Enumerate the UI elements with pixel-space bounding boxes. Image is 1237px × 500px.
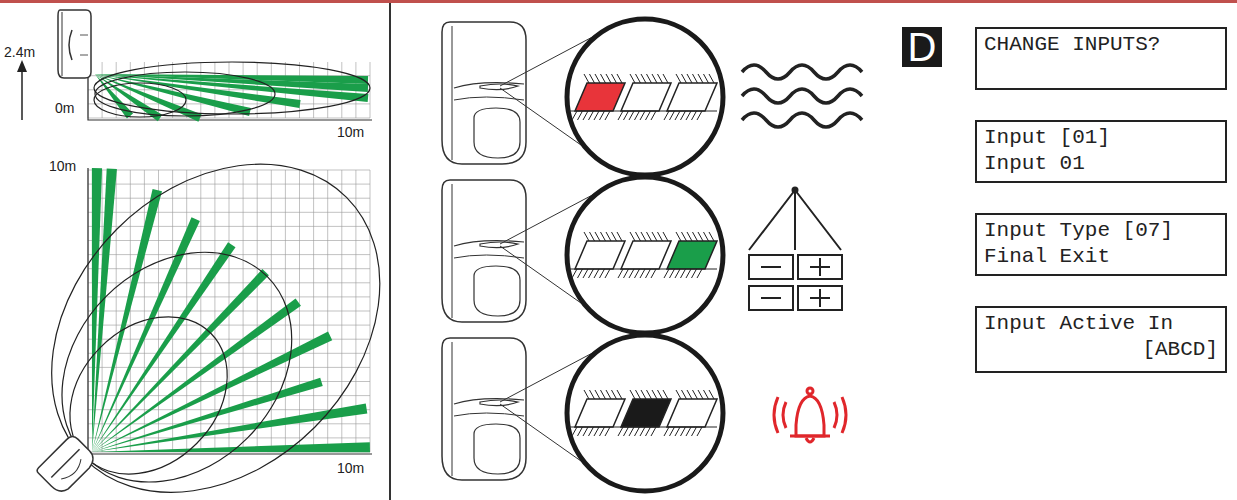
side-detector: [58, 10, 91, 78]
lcd-screen: Input Active In[ABCD]: [975, 306, 1227, 373]
wave-icon: [742, 65, 862, 127]
dimension-label: 0m: [54, 100, 75, 116]
alarm-bell-icon: [774, 388, 846, 442]
dimension-label: 10m: [336, 124, 365, 140]
side-view-coverage: [94, 62, 370, 122]
detectors: [442, 19, 723, 491]
corner-detector: [36, 434, 98, 496]
dimension-label: 10m: [48, 158, 77, 174]
lcd-text: [ABCD]: [984, 337, 1218, 363]
step-letter-box: D: [902, 27, 942, 67]
height-arrow: [17, 60, 27, 120]
step-letter: D: [902, 27, 942, 67]
top-bar: [0, 0, 1237, 3]
lcd-text: Input Type [07]: [984, 218, 1218, 244]
divider: [389, 3, 391, 500]
lcd-text: Input [01]: [984, 125, 1218, 151]
lcd-screen: Input Type [07]Final Exit: [975, 213, 1227, 276]
lcd-screen: CHANGE INPUTS?: [975, 27, 1227, 90]
lcd-text: Input 01: [984, 151, 1218, 177]
lcd-text: CHANGE INPUTS?: [984, 32, 1218, 58]
top-view-coverage: [0, 98, 446, 500]
lcd-text: Input Active In: [984, 311, 1218, 337]
polarity-icon: [749, 188, 842, 311]
lcd-screen: Input [01]Input 01: [975, 120, 1227, 183]
lcd-text: Final Exit: [984, 244, 1218, 270]
dimension-label: 2.4m: [3, 44, 36, 60]
dimension-label: 10m: [336, 460, 365, 476]
